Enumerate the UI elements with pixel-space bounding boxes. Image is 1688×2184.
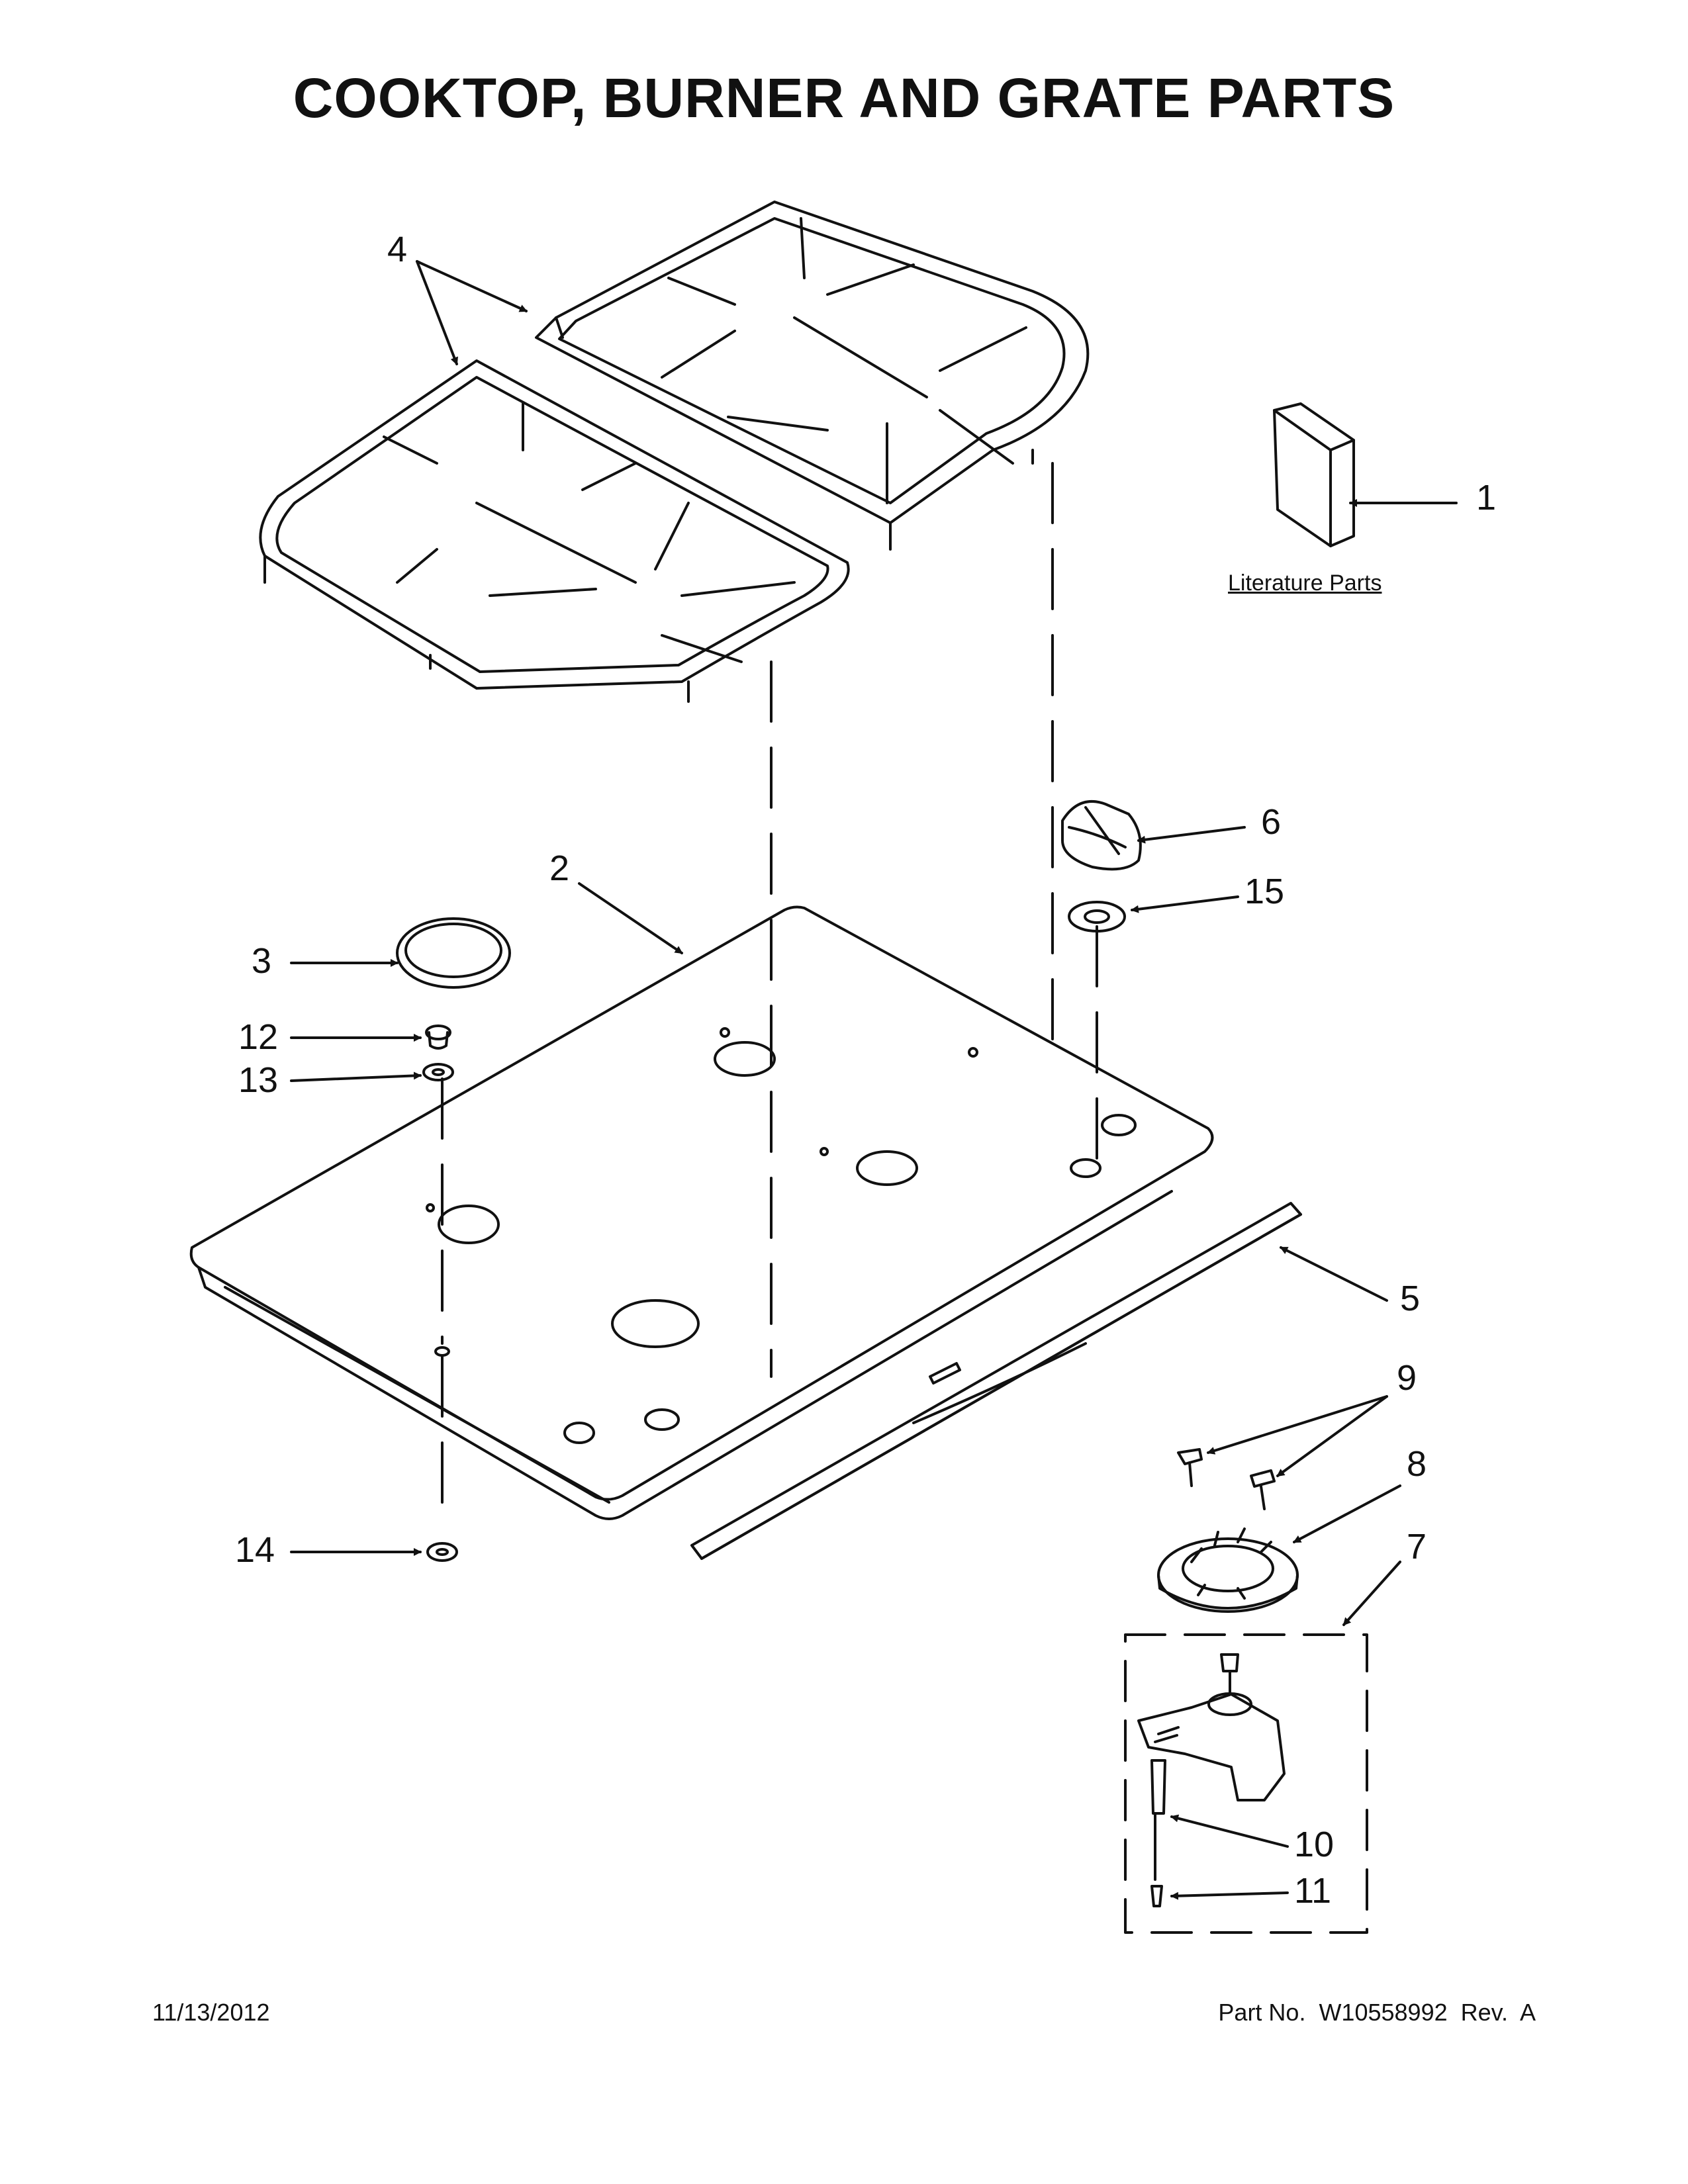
orifice-spud xyxy=(425,1024,451,1050)
seal-washer xyxy=(422,1063,454,1081)
trim-strip xyxy=(690,1202,1302,1560)
literature-parts-label: Literature Parts xyxy=(1228,570,1382,596)
callout-10: 10 xyxy=(1294,1825,1335,1864)
callout-6: 6 xyxy=(1261,802,1282,842)
burner-base xyxy=(1157,1527,1299,1613)
callout-11: 11 xyxy=(1294,1871,1332,1911)
footer-part-number: Part No. W10558992 Rev. A xyxy=(1218,1999,1536,2026)
grommet xyxy=(426,1542,458,1562)
callout-1: 1 xyxy=(1476,478,1497,518)
literature-booklet xyxy=(1273,402,1355,547)
knob-bezel xyxy=(1068,901,1126,933)
grate-left xyxy=(259,359,850,703)
callout-3: 3 xyxy=(252,941,272,981)
leader-arrows xyxy=(290,260,1458,1900)
callout-15: 15 xyxy=(1244,872,1285,911)
grate-right xyxy=(535,201,1090,551)
callout-13: 13 xyxy=(238,1060,279,1100)
callout-9: 9 xyxy=(1397,1358,1417,1398)
callout-14: 14 xyxy=(235,1530,275,1570)
page-title: COOKTOP, BURNER AND GRATE PARTS xyxy=(293,67,1395,129)
burner-cap xyxy=(396,917,511,989)
screw-right xyxy=(1250,1469,1276,1510)
screw-left xyxy=(1177,1448,1203,1487)
callout-8: 8 xyxy=(1407,1444,1427,1484)
callout-4: 4 xyxy=(387,230,408,269)
cooktop-glass xyxy=(189,905,1214,1520)
callout-5: 5 xyxy=(1400,1279,1421,1318)
callout-2: 2 xyxy=(549,848,570,888)
burner-assembly xyxy=(1137,1653,1286,1907)
alignment-lines xyxy=(441,462,1098,1530)
control-knob xyxy=(1061,799,1142,871)
assembly-box xyxy=(1124,1633,1368,1934)
footer-date: 11/13/2012 xyxy=(152,1999,270,2026)
callout-12: 12 xyxy=(238,1017,279,1057)
callout-7: 7 xyxy=(1407,1527,1427,1567)
